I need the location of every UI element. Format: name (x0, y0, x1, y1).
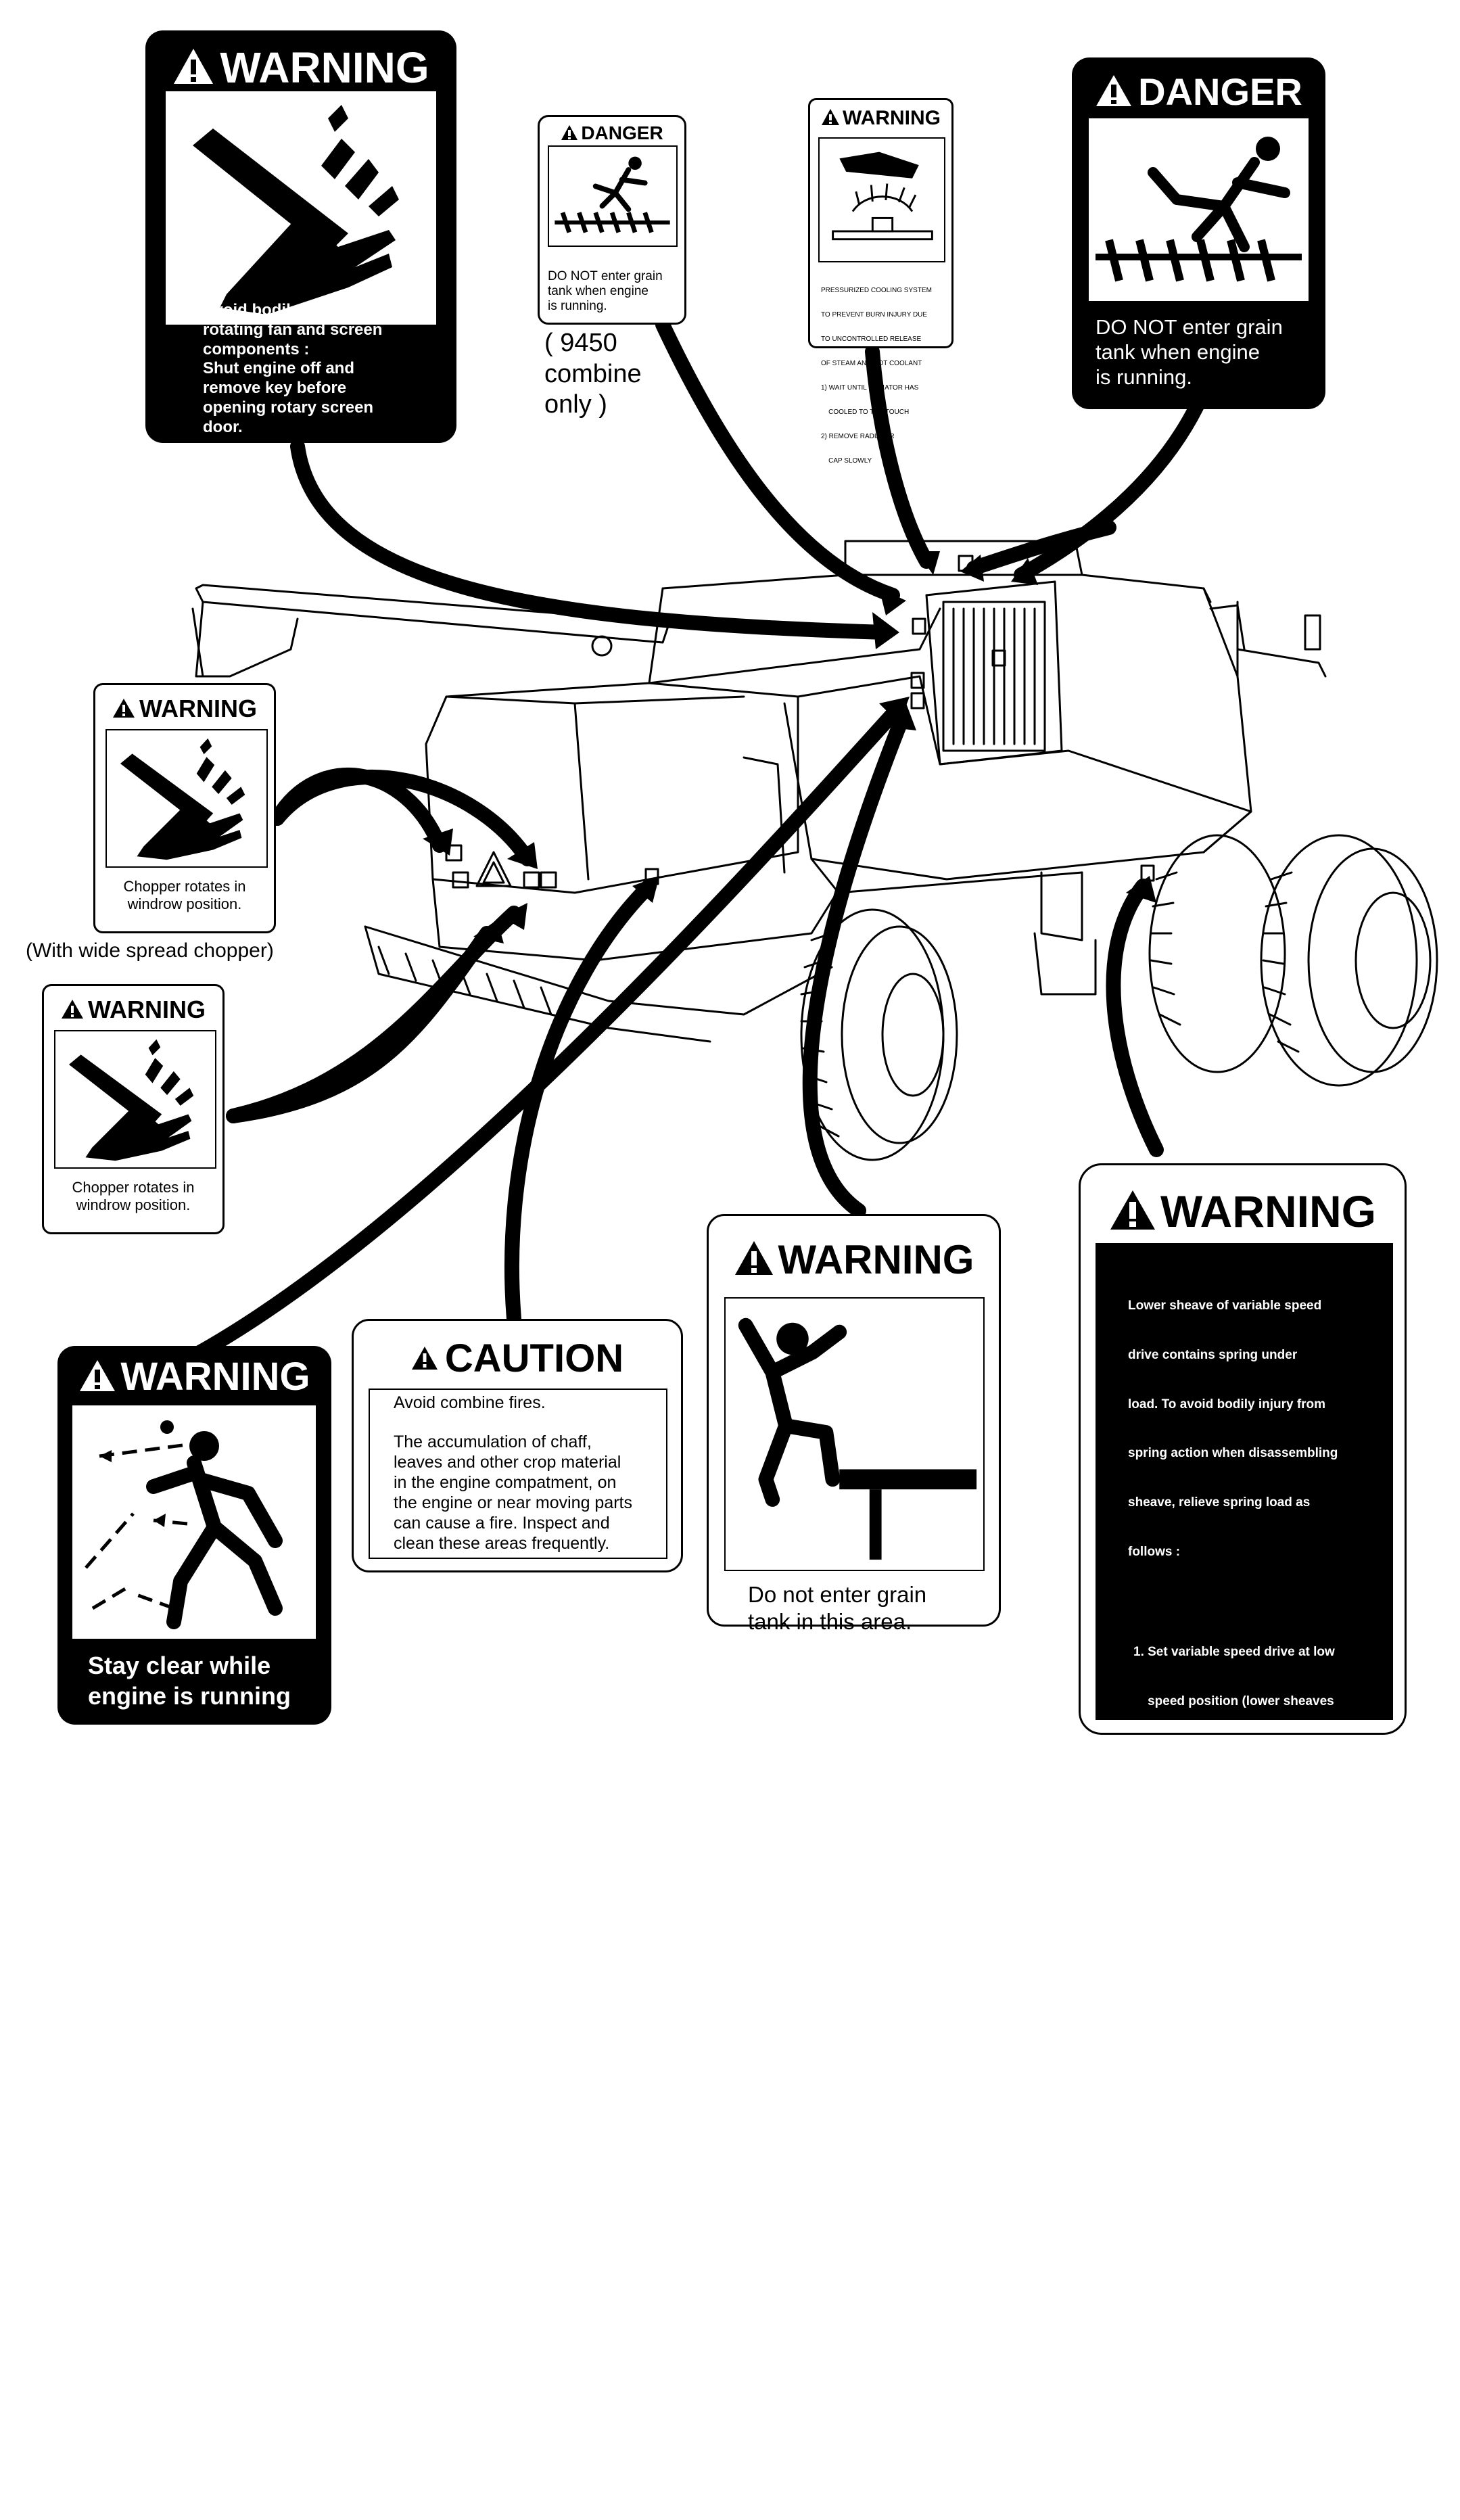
model-note-9450: ( 9450 combine only ) (544, 329, 642, 419)
decal-header: CAUTION (354, 1336, 681, 1381)
decal-grain-tank-danger-small: DANGER DO NOT enter grain tank when engi… (538, 115, 686, 325)
auger-fall-pictogram (548, 145, 678, 247)
warning-triangle-icon (62, 1000, 83, 1019)
caution-text-panel: Avoid combine fires. The accumulation of… (369, 1389, 667, 1559)
decal-text: DO NOT enter grain tank when engine is r… (1096, 315, 1283, 390)
flying-debris-pictogram (72, 1405, 316, 1639)
warning-triangle-icon (1110, 1190, 1155, 1230)
decal-text: PRESSURIZED COOLING SYSTEM TO PREVENT BU… (821, 287, 932, 465)
warning-triangle-icon (561, 125, 578, 140)
chopper-hand-pictogram (105, 729, 268, 868)
decal-text: Avoid bodily injury from rotating fan an… (203, 301, 390, 436)
warning-triangle-icon (113, 699, 135, 718)
decal-fan-screen-warning: WARNING Avoid bodily injury from rotatin… (145, 30, 456, 443)
hot-coolant-pictogram (818, 137, 945, 262)
divider-line (1141, 1801, 1267, 1803)
decal-radiator-warning: WARNING PRESSURIZED COOLING SYSTEM TO PR… (808, 98, 953, 465)
decal-header: WARNING (44, 996, 222, 1024)
decal-header: WARNING (709, 1236, 999, 1283)
decal-header: WARNING (57, 1354, 331, 1399)
auger-fall-pictogram-large (1089, 118, 1309, 301)
warning-triangle-icon (174, 49, 214, 84)
header-label: WARNING (220, 43, 429, 92)
warning-triangle-icon (411, 1347, 438, 1370)
decal-header: WARNING (95, 695, 274, 723)
decal-sheave-warning: WARNING Lower sheave of variable speed d… (1079, 1163, 1407, 2486)
decal-chopper-warning-2: WARNING Chopper rotates in windrow posit… (42, 984, 225, 1234)
warning-triangle-icon (80, 1360, 116, 1391)
chopper-note: (With wide spread chopper) (26, 939, 274, 962)
decal-text: DO NOT enter grain tank when engine is r… (548, 269, 663, 313)
fan-hand-pictogram (166, 91, 436, 325)
arrow-heads (423, 551, 1156, 943)
warning-triangle-icon (822, 109, 839, 125)
decal-header: WARNING (810, 107, 951, 130)
decal-stay-clear-warning: WARNING Stay clear while engine is runni… (57, 1346, 331, 1725)
fall-from-edge-pictogram (724, 1297, 985, 1571)
combine-drawing (191, 317, 1438, 1360)
sheave-text-panel: Lower sheave of variable speed drive con… (1096, 1243, 1393, 2486)
decal-grain-area-warning: WARNING Do not enter grain tank in this … (707, 1214, 1001, 1634)
decal-text: Do not enter grain tank in this area. (748, 1582, 927, 1634)
decal-caution-fire: CAUTION Avoid combine fires. The accumul… (352, 1319, 683, 1572)
chopper-hand-pictogram (54, 1030, 216, 1169)
warning-triangle-icon (734, 1241, 773, 1275)
decal-text: Chopper rotates in windrow position. (72, 1179, 195, 1214)
pointer-arrows (192, 317, 1204, 1360)
decal-header: WARNING (145, 43, 456, 93)
warning-triangle-icon (1096, 75, 1132, 106)
decal-chopper-warning-1: WARNING Chopper rotates in windrow posit… (93, 683, 276, 933)
decal-header: DANGER (540, 122, 684, 144)
decal-text: Chopper rotates in windrow position. (123, 878, 246, 913)
decal-text: Stay clear while engine is running (88, 1652, 291, 1710)
decal-grain-tank-danger-large: DANGER DO NOT enter grain tank when engi… (1072, 57, 1325, 409)
decal-header: DANGER (1072, 70, 1325, 114)
decal-header: WARNING (1081, 1186, 1405, 1237)
